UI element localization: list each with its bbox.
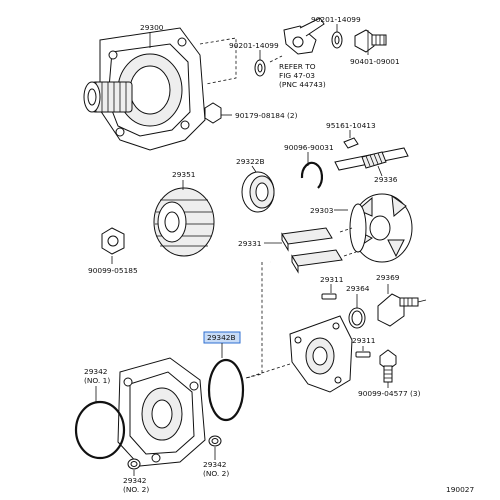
label-29303: 29303: [310, 206, 334, 215]
union-bolt-90401[interactable]: [354, 29, 387, 53]
label-29336: 29336: [374, 175, 398, 184]
pin-29311-lower[interactable]: [355, 351, 371, 358]
label-90099-04577: 90099-04577 (3): [358, 389, 421, 398]
label-29311-lower: 29311: [352, 336, 376, 345]
o-ring-29342b[interactable]: [207, 358, 245, 422]
valve-29369[interactable]: [377, 293, 427, 327]
label-29300: 29300: [140, 23, 164, 32]
label-90099-05185: 90099-05185: [88, 266, 138, 275]
drive-gear-29351[interactable]: [153, 187, 215, 257]
nut-90099-05185[interactable]: [101, 227, 125, 255]
label-29342-no2-left-a: 29342: [123, 476, 147, 485]
label-refer-2: FIG 47-03: [279, 71, 315, 80]
woodruff-key-95161[interactable]: [343, 137, 359, 149]
label-90096-90031: 90096-90031: [284, 143, 334, 152]
bolt-90179[interactable]: [204, 102, 222, 124]
label-90201-14099-a: 90201-14099: [229, 41, 279, 50]
label-95161-10413: 95161-10413: [326, 121, 376, 130]
pump-housing[interactable]: [117, 357, 206, 467]
label-29369: 29369: [376, 273, 400, 282]
label-29342-no1-b: (NO. 1): [84, 376, 110, 385]
vacuum-pump-assembly[interactable]: [83, 27, 206, 151]
pin-29311-upper[interactable]: [321, 293, 337, 300]
label-29364: 29364: [346, 284, 370, 293]
label-refer-3: (PNC 44743): [279, 80, 326, 89]
label-29342-no2-right-a: 29342: [203, 460, 227, 469]
vanes-29331[interactable]: [281, 227, 343, 274]
snap-ring-90096[interactable]: [300, 161, 324, 189]
figure-number: 190027: [446, 485, 475, 494]
label-29342-no2-right-b: (NO. 2): [203, 469, 229, 478]
rotor-shaft-29336[interactable]: [334, 147, 409, 171]
label-29331: 29331: [238, 239, 262, 248]
o-ring-29342-no1[interactable]: [74, 400, 126, 460]
label-29351: 29351: [172, 170, 196, 179]
rotor-29303[interactable]: [349, 193, 413, 263]
label-29322b: 29322B: [236, 157, 265, 166]
bolt-90099-04577[interactable]: [379, 349, 397, 383]
label-90179-08184: 90179-08184 (2): [235, 111, 298, 120]
label-29311-upper: 29311: [320, 275, 344, 284]
bearing-29322b[interactable]: [241, 171, 275, 213]
union-fitting[interactable]: [283, 17, 325, 55]
label-90401-09001: 90401-09001: [350, 57, 400, 66]
label-90201-14099-b: 90201-14099: [311, 15, 361, 24]
label-29342b: 29342B: [207, 333, 236, 342]
label-refer-1: REFER TO: [279, 62, 316, 71]
label-29342-no1-a: 29342: [84, 367, 108, 376]
pump-cover[interactable]: [289, 315, 353, 393]
label-29342-no2-left-b: (NO. 2): [123, 485, 149, 494]
